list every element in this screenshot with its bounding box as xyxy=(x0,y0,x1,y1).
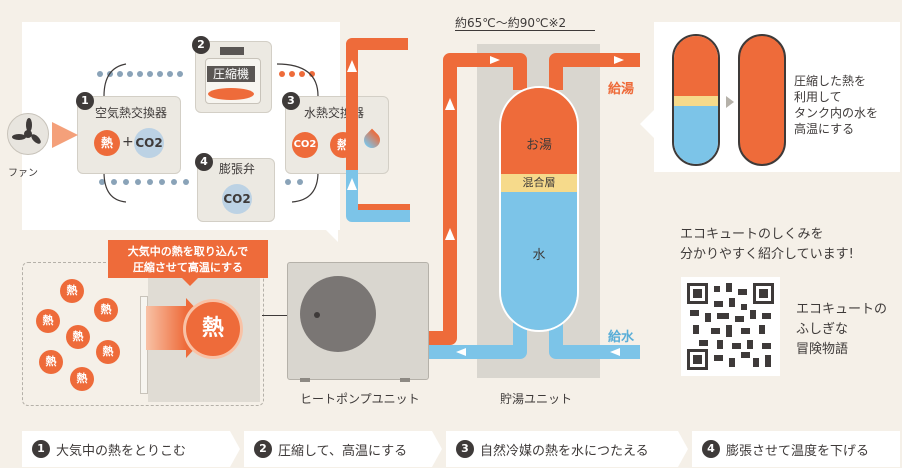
step-1-label: 大気中の熱をとりこむ xyxy=(56,443,187,459)
explain-text-2: 利用して xyxy=(794,90,842,104)
step-2-number: 2 xyxy=(254,440,272,458)
compressor-label-bg xyxy=(207,66,255,82)
step-arrow-icon xyxy=(432,431,442,467)
heat-dot: 熱 xyxy=(60,279,84,303)
temperature-label: 約65℃〜約90℃※2 xyxy=(455,16,567,30)
cycle-card-tail xyxy=(322,226,338,242)
water-co2-chip: CO2 xyxy=(292,132,318,158)
fan-blade xyxy=(12,134,26,140)
callout-banner-tail xyxy=(182,278,198,286)
heat-dot: 熱 xyxy=(66,325,90,349)
heat-pump-feet xyxy=(300,378,310,382)
explain-card-tail xyxy=(640,110,654,138)
heat-dot: 熱 xyxy=(36,309,60,333)
storage-label: 貯湯ユニット xyxy=(500,392,573,406)
fan-airflow xyxy=(52,122,78,148)
step-3: 3 自然冷媒の熱を水につたえる xyxy=(446,431,678,467)
fan-label: ファン xyxy=(8,168,38,179)
tank xyxy=(499,86,579,332)
fan-blade xyxy=(26,118,32,132)
step-1-number: 1 xyxy=(32,440,50,458)
step-arrow-icon xyxy=(230,431,240,467)
fan-hub xyxy=(24,130,32,138)
small-tank-before-mixed xyxy=(674,96,718,106)
heat-pump-fan-grille xyxy=(300,276,376,352)
compressor-heat-glow xyxy=(208,88,254,100)
fan-icon xyxy=(7,113,49,155)
small-tank-after xyxy=(738,34,786,166)
heat-pump-label: ヒートポンプユニット xyxy=(300,392,420,406)
qr-text-1: エコキュートの xyxy=(796,302,888,317)
callout-banner xyxy=(108,240,268,278)
heat-dot: 熱 xyxy=(94,298,118,322)
intro-text-1: エコキュートのしくみを xyxy=(680,227,824,242)
expansion-valve-number: 4 xyxy=(195,153,213,171)
explain-text-4: 高温にする xyxy=(794,122,855,136)
step-4-label: 膨張させて温度を下げる xyxy=(726,443,870,459)
air-co2-chip: CO2 xyxy=(134,128,164,158)
heat-pump-fan-center xyxy=(314,312,320,318)
qr-text-2: ふしぎな xyxy=(796,322,849,337)
cycle-arrows xyxy=(103,63,319,203)
valve-co2-chip: CO2 xyxy=(222,184,252,214)
explain-text-3: タンク内の水を xyxy=(794,106,879,120)
qr-text-3: 冒険物語 xyxy=(796,342,849,357)
tank-water xyxy=(501,192,577,330)
tank-hot-label: お湯 xyxy=(525,138,552,153)
small-tank-before xyxy=(672,34,720,166)
intro-text-2: 分かりやすく紹介しています! xyxy=(680,247,854,262)
step-2-label: 圧縮して、高温にする xyxy=(278,443,408,459)
callout-heat-arrow xyxy=(146,306,186,350)
hot-pipe-inlet xyxy=(429,53,527,345)
supply-water-label: 給水 xyxy=(608,330,635,345)
air-exchanger-box xyxy=(77,96,181,174)
heat-dot: 熱 xyxy=(70,367,94,391)
qr-code[interactable] xyxy=(681,277,780,376)
plus-sign: + xyxy=(122,134,134,150)
air-exchanger-label: 空気熱交換器 xyxy=(95,106,168,120)
water-exchanger-number: 3 xyxy=(282,92,300,110)
tank-mixed-label: 混合層 xyxy=(522,176,556,189)
compressor-label: 圧縮機 xyxy=(212,67,249,81)
step-2: 2 圧縮して、高温にする xyxy=(244,431,432,467)
step-4-number: 4 xyxy=(702,440,720,458)
temperature-label-line xyxy=(455,30,595,31)
step-arrow-icon xyxy=(678,431,688,467)
callout-text-2: 圧縮させて高温にする xyxy=(132,261,244,274)
small-tank-before-cold xyxy=(674,106,718,164)
explain-text-1: 圧縮した熱を xyxy=(794,74,867,88)
exchanger-hot-pipe xyxy=(346,38,410,216)
step-3-number: 3 xyxy=(456,440,474,458)
flow-arrows xyxy=(347,56,624,356)
compressor-top xyxy=(220,47,244,55)
heat-dot: 熱 xyxy=(96,340,120,364)
compressor-box: 圧縮機 xyxy=(195,41,272,113)
callout-big-heat: 熱 xyxy=(201,316,224,341)
tank-water-label: 水 xyxy=(532,248,546,263)
callout-big-heat-badge xyxy=(186,302,240,356)
transition-arrow-icon xyxy=(726,96,734,108)
step-4: 4 膨張させて温度を下げる xyxy=(692,431,900,467)
air-heat-chip: 熱 xyxy=(94,130,120,156)
small-tank-before-hot xyxy=(674,36,718,96)
heat-dot: 熱 xyxy=(39,350,63,374)
expansion-valve-label: 膨張弁 xyxy=(219,162,256,176)
tank-hot-water xyxy=(501,88,577,174)
air-exchanger-number: 1 xyxy=(76,92,94,110)
step-3-label: 自然冷媒の熱を水につたえる xyxy=(480,443,649,459)
compressor-number: 2 xyxy=(192,36,210,54)
step-1: 1 大気中の熱をとりこむ xyxy=(22,431,230,467)
tank-mixed-layer xyxy=(501,174,577,192)
qr-code-pattern xyxy=(687,283,774,370)
heat-pump-feet xyxy=(400,378,410,382)
hot-supply-pipe xyxy=(549,53,640,90)
callout-text-1: 大気中の熱を取り込んで xyxy=(127,245,249,258)
supply-hot-label: 給湯 xyxy=(608,82,635,97)
